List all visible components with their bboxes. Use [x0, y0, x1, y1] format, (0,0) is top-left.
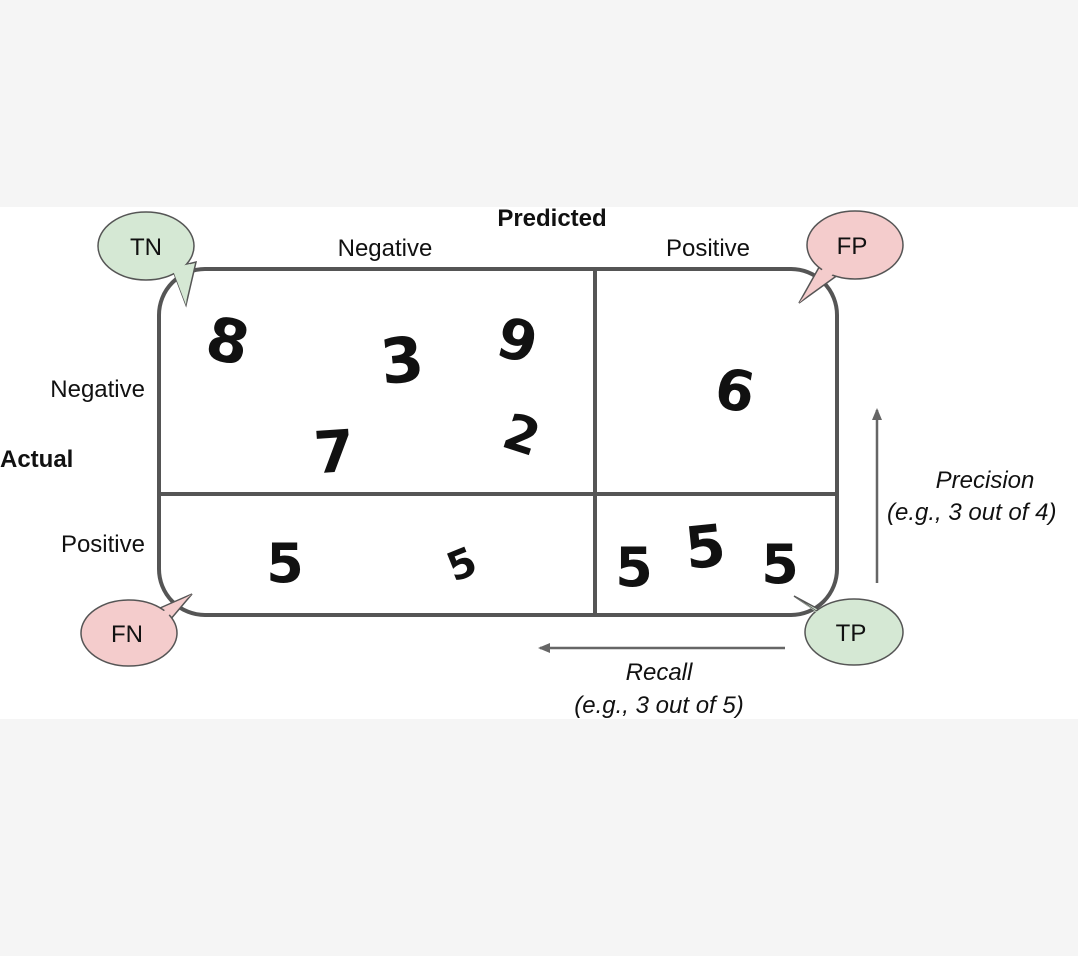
- tn-bubble-body: [97, 211, 195, 281]
- fn-bubble-body: [80, 599, 178, 667]
- row-header-negative: Negative: [50, 376, 145, 403]
- tp-digit: 5: [615, 536, 653, 599]
- precision-label: Precision: [936, 467, 1035, 494]
- predicted-heading: Predicted: [497, 205, 606, 232]
- tp-digit: 5: [761, 533, 799, 596]
- tp-bubble: TP: [793, 595, 904, 666]
- fn-bubble-label: FN: [111, 621, 143, 648]
- tp-digit: 5: [682, 511, 729, 583]
- tp-cell: 5 5 5: [615, 511, 799, 599]
- tn-bubble: TN: [97, 211, 198, 308]
- fp-bubble-label: FP: [837, 233, 868, 260]
- tn-digit: 3: [377, 322, 428, 399]
- column-header-positive: Positive: [666, 235, 750, 262]
- precision-example: (e.g., 3 out of 4): [887, 499, 1056, 526]
- tp-bubble-body: [804, 598, 904, 666]
- column-header-negative: Negative: [338, 235, 433, 262]
- recall-example: (e.g., 3 out of 5): [574, 692, 743, 719]
- fp-bubble-body: [806, 210, 904, 280]
- row-header-positive: Positive: [61, 531, 145, 558]
- actual-heading: Actual: [0, 446, 73, 473]
- recall-label: Recall: [626, 659, 693, 686]
- matrix-outline: [157, 267, 839, 617]
- fn-bubble: FN: [80, 593, 193, 667]
- fn-digit: 5: [266, 532, 304, 595]
- tn-bubble-label: TN: [130, 234, 162, 261]
- tn-digit: 7: [312, 417, 357, 488]
- tp-bubble-label: TP: [836, 620, 867, 647]
- fp-bubble: FP: [798, 210, 904, 304]
